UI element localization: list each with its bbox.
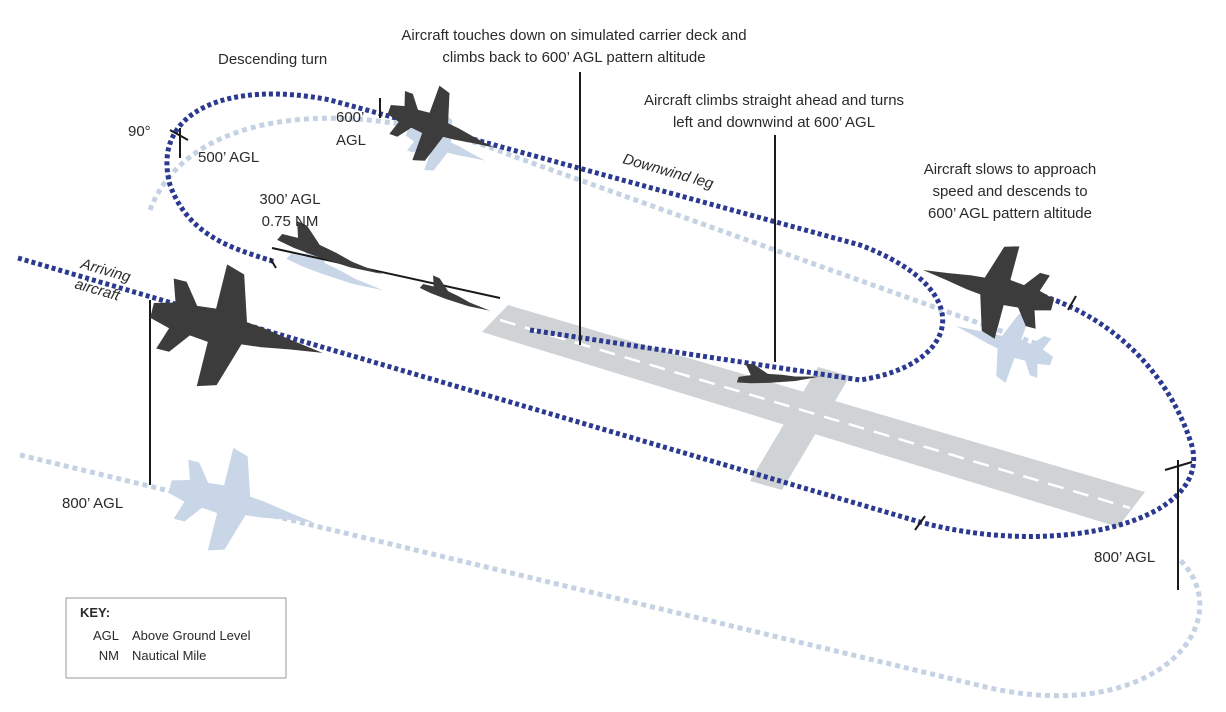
label-climbs-1: Aircraft climbs straight ahead and turns — [644, 92, 904, 109]
fighter-jet-side-icon — [419, 272, 496, 314]
key-title: KEY: — [80, 605, 110, 620]
ground-track-inner — [147, 115, 1041, 348]
label-descending-turn: Descending turn — [218, 51, 327, 68]
line-075-nm — [271, 247, 501, 299]
label-90-deg: 90° — [128, 123, 151, 140]
fighter-jet-icon — [910, 223, 1065, 351]
tick-800-right — [1164, 461, 1193, 471]
fighter-jet-icon — [375, 72, 508, 185]
key-abbr-agl: AGL — [93, 628, 119, 643]
closed-pattern-path — [164, 91, 945, 383]
runway — [482, 305, 1145, 527]
label-600-2: AGL — [336, 132, 366, 149]
key-abbr-nm: NM — [99, 648, 119, 663]
label-slows-2: speed and descends to — [932, 183, 1087, 200]
label-slows-3: 600’ AGL pattern altitude — [928, 205, 1092, 222]
tick-approach — [1067, 295, 1077, 311]
fighter-jet-icon — [136, 249, 338, 414]
label-600-1: 600’ — [336, 109, 364, 126]
label-300-agl: 300’ AGL — [259, 191, 320, 208]
key-meaning-agl: Above Ground Level — [132, 628, 251, 643]
key-meaning-nm: Nautical Mile — [132, 648, 206, 663]
aircraft-shadow-icon — [157, 435, 327, 574]
reference-lines — [149, 72, 1193, 590]
key-box — [65, 597, 287, 679]
label-slows-1: Aircraft slows to approach — [924, 161, 1097, 178]
tick-300 — [269, 257, 277, 269]
label-climbs-2: left and downwind at 600’ AGL — [673, 114, 875, 131]
arrival-path — [17, 255, 1197, 539]
flight-pattern-paths — [17, 91, 1197, 539]
label-touchdown-2: climbs back to 600’ AGL pattern altitude — [442, 49, 705, 66]
label-500-agl: 500’ AGL — [198, 149, 259, 166]
ground-track-outer — [19, 452, 1203, 699]
label-800-agl-left: 800’ AGL — [62, 495, 123, 512]
label-075-nm: 0.75 NM — [262, 213, 319, 230]
label-downwind-leg: Downwind leg — [621, 151, 716, 193]
key-legend: KEY: AGL Above Ground Level NM Nautical … — [65, 597, 287, 679]
label-touchdown-1: Aircraft touches down on simulated carri… — [401, 27, 746, 44]
label-800-agl-right: 800’ AGL — [1094, 549, 1155, 566]
runway-centerline — [499, 318, 1131, 510]
tick-downwind-end — [914, 515, 926, 531]
